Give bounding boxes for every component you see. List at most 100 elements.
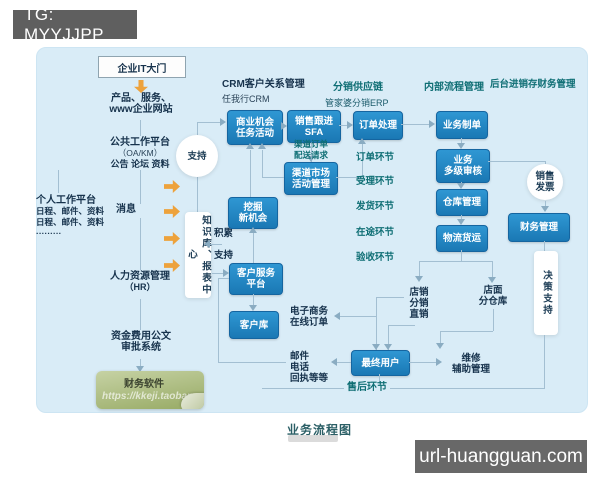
- public-platform-label: 公共工作平台 （OA/KM） 公告 论坛 资料: [110, 137, 170, 169]
- header-dist-sub: 管家婆分销ERP: [325, 98, 389, 108]
- arrowhead: [223, 269, 229, 277]
- ecommerce-label: 电子商务 在线订单: [289, 306, 328, 328]
- connector: [197, 122, 221, 123]
- connector: [140, 120, 141, 136]
- connector: [140, 218, 141, 270]
- support-circle: 支持: [176, 135, 218, 177]
- phase-shipping: 发货环节: [356, 201, 395, 212]
- connector: [461, 138, 462, 144]
- sales-channels-label: 店销 分销 直销: [409, 287, 429, 320]
- arrowhead: [358, 138, 366, 144]
- contact-methods-label: 邮件 电话 回执等等: [290, 351, 329, 384]
- arrowhead: [331, 358, 337, 366]
- connector: [262, 177, 284, 178]
- connector: [212, 273, 224, 274]
- finance-software-label: 财务软件: [124, 379, 164, 390]
- connector: [210, 244, 222, 245]
- node-warehouse-management: 仓库管理: [436, 189, 488, 216]
- connector: [340, 316, 376, 317]
- caption-smudge: [288, 435, 338, 442]
- tg-badge-text: TG: MYYJJPP: [24, 4, 105, 44]
- node-business-opportunity: 商业机会 任务活动: [227, 110, 283, 145]
- node-finance-management: 财务管理: [508, 213, 570, 242]
- knowledge-base-box: 知识库、报表中心: [185, 212, 211, 298]
- connector: [493, 309, 494, 331]
- header-dist: 分销供应链: [333, 82, 383, 93]
- connector: [545, 161, 546, 164]
- connector: [218, 278, 219, 362]
- arrowhead: [436, 358, 442, 366]
- connector: [262, 150, 263, 177]
- connector: [253, 233, 254, 263]
- connector: [58, 170, 59, 193]
- node-customer-database: 客户库: [229, 311, 279, 339]
- connector: [544, 335, 545, 388]
- connector: [544, 241, 545, 251]
- arrowhead: [249, 305, 257, 311]
- url-watermark-text: url-huangguan.com: [419, 445, 583, 467]
- connector: [250, 150, 251, 197]
- connector: [488, 161, 545, 162]
- connector: [140, 299, 141, 330]
- finance-software-box: 财务软件 https://kkeji.taoban: [96, 371, 204, 409]
- node-channel-marketing: 渠道市场 活动管理: [284, 162, 338, 195]
- arrowhead: [457, 183, 465, 189]
- hr-label: 人力资源管理 （HR）: [110, 271, 170, 292]
- arrowhead: [334, 312, 340, 320]
- page-curl: [181, 393, 204, 409]
- decision-support-box: 决策支持: [534, 251, 558, 335]
- connector: [545, 201, 546, 207]
- connector: [218, 362, 286, 363]
- arrowhead: [220, 118, 226, 126]
- node-logistics-freight: 物流货运: [436, 225, 488, 252]
- support-label: 支持: [214, 250, 234, 261]
- arrowhead: [347, 121, 353, 129]
- connector: [388, 325, 415, 326]
- arrowhead: [415, 276, 423, 282]
- node-customer-service-platform: 客户服务 平台: [229, 263, 283, 295]
- diagram-caption: 业务流程图: [287, 423, 353, 437]
- connector: [461, 215, 462, 219]
- channel-order-label: 渠道订单 配送请求: [293, 139, 328, 160]
- arrowhead: [281, 122, 287, 130]
- connector: [376, 297, 404, 298]
- connector: [440, 331, 441, 344]
- enterprise-it-gate-box: 企业IT大门: [98, 56, 186, 78]
- node-business-document: 业务制单: [436, 111, 488, 139]
- phase-order: 订单环节: [356, 152, 395, 163]
- aftersales-label: 售后环节: [344, 382, 390, 393]
- connector: [440, 331, 493, 332]
- arrowhead: [258, 143, 266, 149]
- connector: [337, 362, 351, 363]
- connector: [253, 294, 254, 305]
- arrowhead: [457, 219, 465, 225]
- diagram-panel: [36, 47, 588, 413]
- connector: [339, 125, 348, 126]
- arrowhead: [204, 240, 210, 248]
- message-label: 消息: [116, 204, 136, 215]
- connector: [401, 124, 430, 125]
- arrowhead: [249, 227, 257, 233]
- arrowhead: [384, 344, 392, 350]
- arrowhead: [541, 206, 549, 212]
- connector: [419, 261, 420, 277]
- node-dig-new-opportunities: 挖掘 新机会: [228, 197, 278, 229]
- arrowhead: [307, 156, 315, 162]
- arrowhead: [488, 277, 496, 283]
- connector: [197, 177, 198, 212]
- tg-badge: TG: MYYJJPP: [13, 5, 137, 44]
- node-order-processing: 订单处理: [353, 111, 403, 140]
- accumulate-label: 积累: [214, 228, 234, 239]
- connector: [197, 122, 198, 135]
- phase-inspection: 验收环节: [356, 252, 395, 263]
- website-label: 产品、服务、 www企业网站: [109, 93, 173, 115]
- personal-platform-label: 个人工作平台 日程、邮件、资料 日程、邮件、资料 ·········: [36, 195, 105, 238]
- connector: [311, 142, 312, 162]
- connector: [362, 144, 363, 177]
- arrowhead: [436, 343, 444, 349]
- sales-invoice-circle: 销售 发票: [527, 164, 563, 200]
- phase-acceptance: 受理环节: [356, 176, 395, 187]
- arrowhead: [457, 143, 465, 149]
- approval-system-label: 资金费用公文 审批系统: [111, 331, 171, 353]
